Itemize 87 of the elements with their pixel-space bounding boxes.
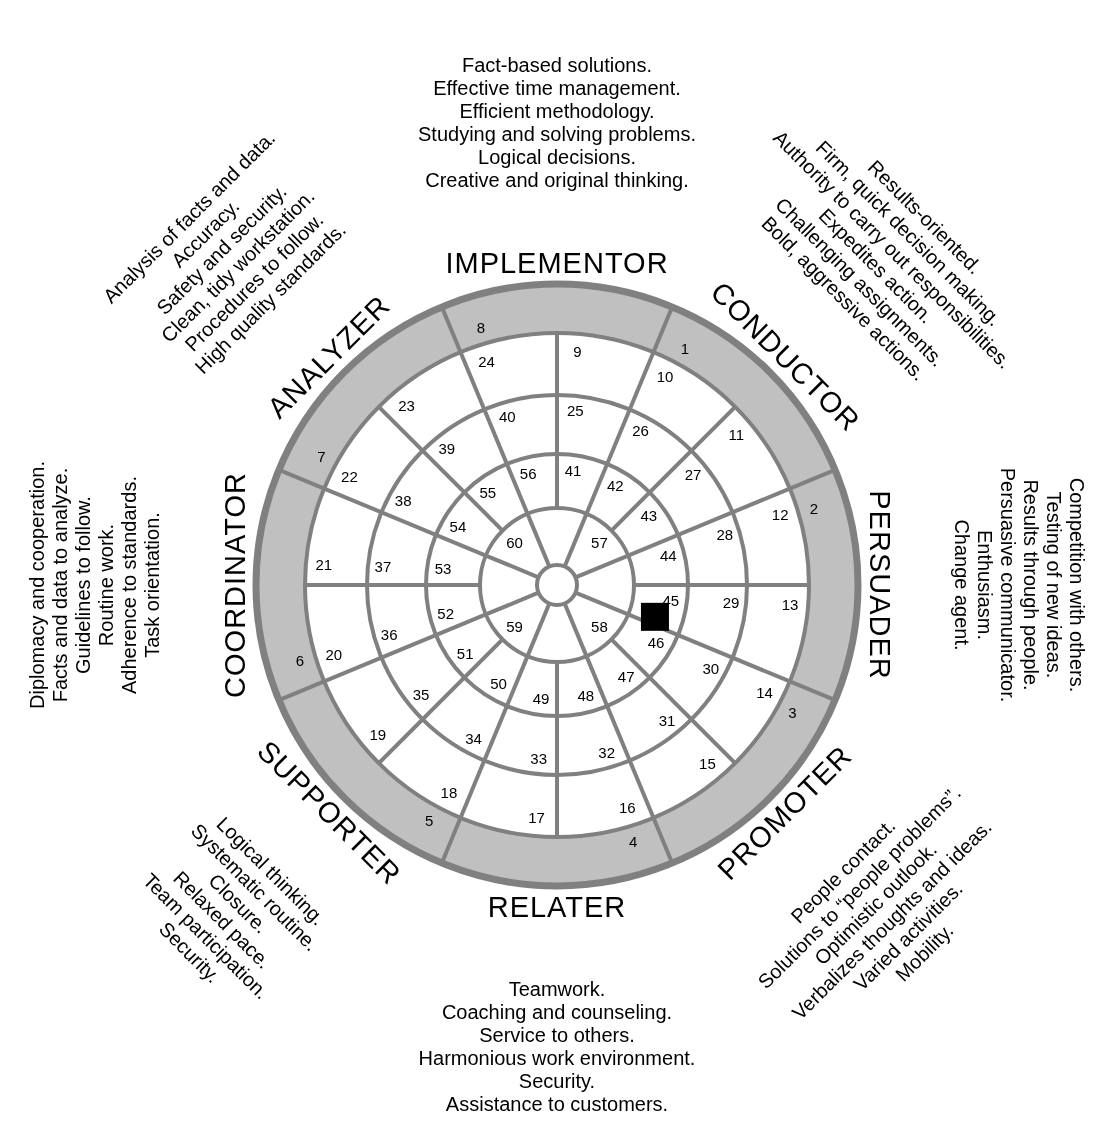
scale-number: 12 (771, 505, 789, 523)
trait-text: Logical decisions. (478, 146, 636, 168)
scale-number: 2 (809, 499, 819, 517)
scale-number: 14 (756, 684, 773, 702)
trait-text: Efficient methodology. (459, 100, 655, 122)
trait-text: Diplomacy and cooperation. (26, 461, 48, 709)
trait-text: Service to others. (479, 1024, 635, 1046)
scale-number: 51 (456, 645, 474, 663)
trait-text: Competition with others. (1066, 477, 1088, 693)
scale-number: 15 (699, 755, 716, 773)
scale-number: 53 (434, 560, 452, 577)
scale-number: 32 (598, 743, 616, 761)
scale-number: 37 (374, 557, 392, 575)
trait-text: Results through people. (1020, 479, 1042, 691)
trait-text: Routine work. (95, 523, 117, 647)
scale-number: 29 (722, 594, 740, 612)
scale-number: 5 (424, 811, 434, 829)
scale-number: 38 (394, 492, 412, 510)
trait-text: Assistance to customers. (445, 1093, 669, 1115)
scale-number: 50 (490, 675, 507, 693)
sector-title: PERSUADER (862, 490, 896, 680)
scale-number: 24 (478, 352, 495, 370)
scale-number: 31 (658, 712, 676, 729)
sector-title: COORDINATOR (218, 472, 252, 698)
scale-number: 18 (440, 783, 458, 801)
scale-number: 48 (577, 687, 595, 705)
trait-text: Adherence to standards. (118, 476, 140, 694)
scale-number: 28 (716, 526, 734, 544)
scale-number: 1 (680, 340, 690, 358)
scale-number: 21 (315, 555, 333, 573)
trait-text: Change agent. (951, 519, 973, 651)
trait-text: Task orientation. (141, 512, 163, 658)
trait-text: Security. (518, 1070, 596, 1092)
scale-number: 6 (295, 652, 305, 670)
scale-number: 34 (465, 729, 482, 747)
scale-number: 47 (617, 667, 635, 685)
trait-text: Persuasive communicator. (997, 467, 1019, 703)
trait-text: Enthusiasm. (974, 529, 996, 641)
scale-number: 36 (380, 625, 398, 643)
trait-text: Creative and original thinking. (425, 169, 689, 191)
scale-number: 10 (656, 368, 674, 386)
scale-number: 30 (702, 659, 720, 677)
scale-number: 42 (607, 476, 624, 494)
scale-number: 17 (528, 809, 545, 827)
scale-number: 20 (325, 646, 343, 664)
scale-number: 60 (506, 533, 523, 551)
scale-number: 19 (369, 726, 387, 744)
trait-text: Studying and solving problems. (418, 123, 696, 145)
scale-number: 3 (788, 703, 797, 721)
scale-number: 39 (438, 440, 456, 457)
scale-number: 57 (591, 533, 608, 551)
scale-number: 52 (437, 604, 454, 622)
sector-title: IMPLEMENTOR (445, 246, 669, 280)
scale-number: 8 (476, 319, 486, 337)
scale-number: 41 (564, 462, 582, 480)
scale-number: 40 (498, 408, 516, 426)
trait-text: Effective time management. (433, 77, 681, 99)
scale-number: 59 (506, 618, 523, 636)
scale-number: 26 (632, 422, 649, 440)
scale-number: 16 (619, 799, 636, 817)
scale-number: 22 (341, 467, 358, 485)
scale-number: 58 (591, 618, 608, 636)
trait-text: Harmonious work environment. (418, 1047, 696, 1069)
scale-number: 9 (573, 342, 582, 360)
trait-text: Coaching and counseling. (441, 1001, 673, 1023)
trait-text: Testing of new ideas. (1043, 491, 1065, 679)
scale-number: 43 (640, 506, 658, 524)
scale-number: 33 (530, 750, 548, 768)
trait-text: Facts and data to analyze. (49, 467, 71, 703)
sector-title: RELATER (487, 890, 627, 924)
scale-number: 49 (532, 689, 550, 707)
trait-text: Teamwork. (508, 978, 606, 1000)
scale-number: 54 (449, 517, 467, 535)
scale-number: 7 (317, 448, 326, 466)
scale-number: 4 (628, 832, 638, 850)
scale-number: 46 (647, 634, 665, 652)
scale-number: 55 (479, 484, 497, 502)
scale-number: 23 (398, 396, 415, 414)
scale-number: 44 (660, 547, 677, 565)
scale-number: 35 (412, 686, 430, 704)
scale-number: 56 (519, 464, 537, 482)
trait-text: Fact-based solutions. (461, 54, 653, 76)
trait-text: Guidelines to follow. (72, 496, 94, 674)
scale-number: 13 (781, 596, 799, 614)
scale-number: 25 (566, 401, 584, 419)
scale-number: 27 (684, 465, 702, 483)
scale-number: 11 (728, 425, 745, 443)
